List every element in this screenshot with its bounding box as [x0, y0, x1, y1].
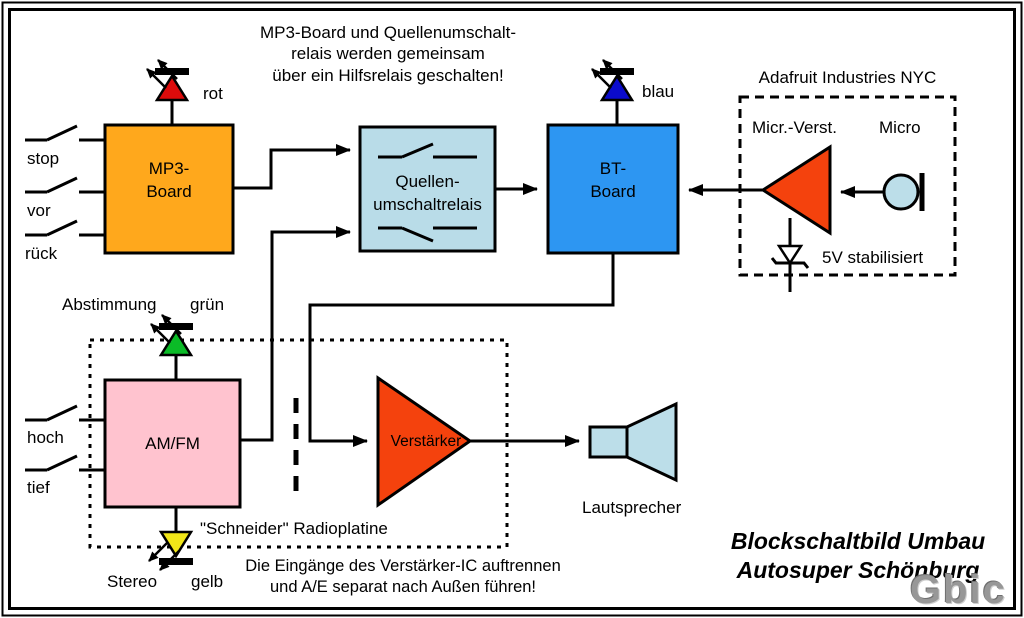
lautsprecher-label: Lautsprecher: [582, 498, 682, 517]
adafruit-module-outline: [738, 95, 957, 277]
diagram-title-line1: Blockschaltbild Umbau: [730, 528, 986, 554]
led-blue-icon: [591, 59, 635, 125]
note-top-line2: relais werden gemeinsam: [291, 44, 485, 64]
led-blue-label: blau: [642, 82, 675, 101]
input-rueck-label: rück: [25, 244, 58, 263]
diagram-title-line2: Autosuper Schönburg: [736, 557, 980, 584]
input-vor-label: vor: [27, 201, 51, 220]
input-tief-label: tief: [27, 478, 50, 497]
bt-board-label: BT- Board: [548, 158, 678, 204]
schneider-label: "Schneider" Radioplatine: [200, 519, 388, 538]
diagram-title: Blockschaltbild Umbau Autosuper Schönbur…: [712, 527, 1004, 586]
amfm-board-box: [103, 378, 242, 509]
led-yellow-label: gelb: [191, 572, 224, 591]
microphone-icon: [882, 173, 925, 211]
schneider-radioplatine-outline: [88, 338, 509, 549]
regulator-label: 5V stabilisiert: [822, 248, 924, 267]
stereo-label: Stereo: [107, 572, 158, 591]
connection-wires: [233, 144, 884, 447]
input-stop-label: stop: [27, 149, 60, 168]
mp3-board-label-line2: Board: [146, 181, 192, 201]
zener-diode-5v: [770, 218, 810, 292]
abstimmung-label: Abstimmung: [62, 295, 157, 314]
note-top-line1: MP3-Board und Quellenumschalt-: [259, 23, 517, 42]
mic-amp-label: Micr.-Verst.: [752, 118, 838, 137]
switch-hoch: [25, 404, 105, 422]
mic-amp-icon: [760, 144, 832, 236]
relay-contact-top: [378, 142, 477, 159]
mp3-board-box: [103, 123, 235, 255]
bt-board-label-line2: Board: [590, 181, 636, 201]
led-green-icon: [150, 314, 194, 380]
relay-label: Quellen- umschaltrelais: [360, 171, 495, 217]
relay-label-line1: Quellen-: [395, 172, 460, 191]
bt-board-label-line1: BT-: [599, 159, 627, 178]
mp3-board-label-line1: MP3-: [148, 159, 190, 178]
switch-vor: [25, 176, 105, 194]
relay-contact-bottom: [378, 226, 477, 243]
mp3-board-label: MP3- Board: [105, 158, 233, 204]
bt-board-box: [546, 123, 680, 255]
wire-amfm-to-relay: [240, 226, 351, 442]
verstaerker-label: Verstärker: [390, 433, 462, 450]
adafruit-title: Adafruit Industries NYC: [758, 68, 937, 87]
amfm-board-label: AM/FM: [145, 434, 200, 453]
note-bottom-line1: Die Eingänge des Verstärker-IC auftrenne…: [245, 557, 561, 575]
loudspeaker-icon: [588, 401, 678, 483]
switch-tief: [25, 454, 105, 472]
diode-triangle: [776, 244, 804, 266]
wire-mp3-to-relay: [233, 144, 351, 190]
led-yellow-icon: [148, 507, 194, 571]
input-hoch-label: hoch: [27, 428, 64, 447]
note-bottom: Die Eingänge des Verstärker-IC auftrenne…: [228, 556, 578, 597]
note-top-line3: über ein Hilfsrelais geschalten!: [272, 65, 504, 85]
microphone-label: Micro: [879, 118, 921, 137]
note-bottom-line2: und A/E separat nach Außen führen!: [269, 577, 537, 596]
wire-bt-to-verstaerker: [308, 253, 615, 447]
watermark: Gbic: [910, 568, 1007, 612]
switch-stop: [25, 124, 105, 142]
relay-label-line2: umschaltrelais: [373, 194, 482, 214]
verstaerker-amp-icon: [376, 375, 473, 508]
led-red-label: rot: [203, 84, 223, 103]
relay-contact-icons: [378, 142, 477, 243]
note-top: MP3-Board und Quellenumschalt- relais we…: [238, 22, 538, 86]
led-red-icon: [146, 59, 190, 125]
switch-rueck: [25, 219, 105, 237]
led-green-label: grün: [190, 295, 225, 314]
